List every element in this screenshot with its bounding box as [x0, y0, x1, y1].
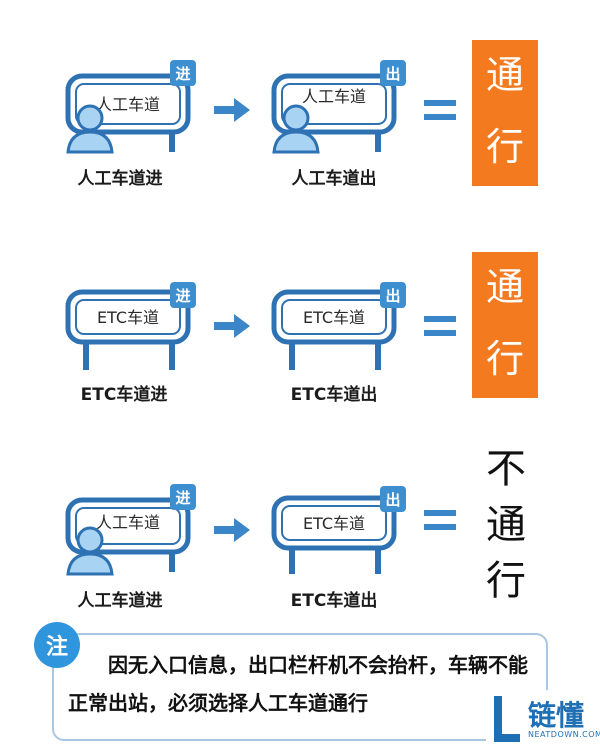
row-1: 人工车道 进 人工车道进 人工车道 出 人工车道出	[65, 40, 538, 189]
result-char: 不	[486, 446, 526, 492]
badge-enter	[170, 282, 196, 308]
equals-icon	[424, 510, 456, 530]
result-char: 行	[486, 337, 524, 381]
badge-exit	[380, 60, 406, 86]
badge-exit-text: 出	[385, 287, 400, 305]
gate-label: ETC车道	[97, 308, 159, 327]
gate-label: ETC车道	[303, 308, 365, 327]
equals-icon	[424, 316, 456, 336]
note-text: 因无入口信息，出口栏杆机不会抬杆，车辆不能正常出站，必须选择人工车道通行	[68, 653, 528, 715]
logo-cn: 链懂	[528, 699, 585, 732]
note-badge: 注	[34, 622, 80, 668]
arrow-icon	[214, 314, 250, 338]
caption-left-1: 人工车道进	[78, 168, 163, 189]
badge-enter-text: 进	[175, 489, 190, 507]
badge-enter	[170, 60, 196, 86]
caption-left-2: ETC车道进	[81, 384, 168, 405]
row-3: 人工车道 进 人工车道进 ETC车道 出 ETC车道出 不 通	[65, 446, 526, 611]
caption-left-3: 人工车道进	[78, 590, 163, 611]
person-icon	[66, 526, 114, 576]
caption-right-1: 人工车道出	[292, 168, 377, 189]
gate-left-1: 人工车道 进	[65, 60, 196, 154]
caption-right-2: ETC车道出	[291, 384, 378, 405]
result-char: 通	[486, 53, 524, 97]
badge-enter	[170, 484, 196, 510]
gate-label: ETC车道	[303, 514, 365, 533]
gate-left-3: 人工车道 进	[65, 484, 196, 576]
gate-right-3: ETC车道 出	[271, 486, 406, 574]
gate-left-2: ETC车道 进	[65, 282, 196, 370]
badge-exit-text: 出	[385, 491, 400, 509]
result-char: 通	[486, 265, 524, 309]
gate-label: 人工车道	[96, 513, 160, 532]
person-icon	[272, 104, 320, 154]
logo-en: NEATDOWN.COM	[528, 730, 600, 739]
person-icon	[66, 104, 114, 154]
result-char: 通	[486, 502, 526, 548]
caption-right-3: ETC车道出	[291, 590, 378, 611]
equals-icon	[424, 100, 456, 120]
result-char: 行	[486, 558, 526, 604]
badge-enter-text: 进	[175, 65, 190, 83]
result-char: 行	[486, 125, 524, 169]
gate-label: 人工车道	[302, 87, 366, 106]
result-block	[472, 252, 538, 398]
arrow-icon	[214, 98, 250, 122]
note-box	[52, 633, 548, 741]
gate-label: 人工车道	[96, 95, 160, 114]
badge-exit-text: 出	[385, 65, 400, 83]
watermark-logo: 链懂 NEATDOWN.COM	[486, 690, 600, 752]
badge-enter-text: 进	[175, 287, 190, 305]
gate-right-1: 人工车道 出	[271, 60, 406, 154]
arrow-icon	[214, 518, 250, 542]
badge-exit	[380, 282, 406, 308]
row-2: ETC车道 进 ETC车道进 ETC车道 出 ETC车道出 通 行	[65, 252, 538, 405]
gate-right-2: ETC车道 出	[271, 282, 406, 370]
result-block	[472, 40, 538, 186]
logo-mark-icon	[494, 696, 520, 742]
badge-exit	[380, 486, 406, 512]
